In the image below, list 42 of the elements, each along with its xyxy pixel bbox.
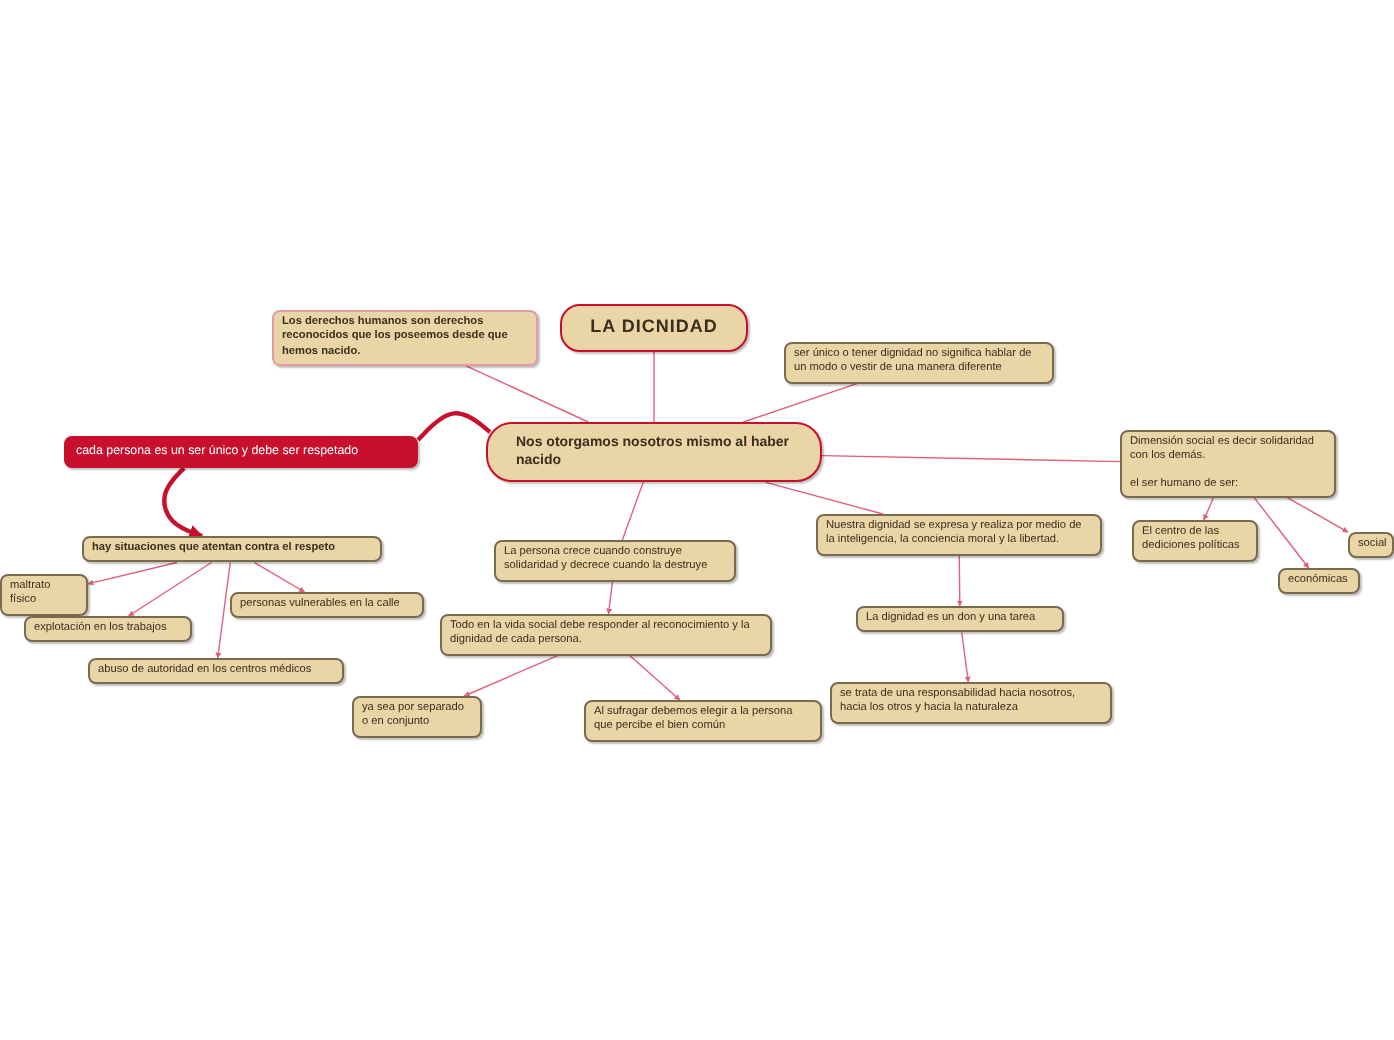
topic-box [0, 574, 88, 616]
topic-box [494, 540, 736, 582]
connector-line [653, 350, 655, 423]
connector-line [416, 411, 492, 442]
topic-box [230, 592, 424, 619]
topic-box [82, 536, 382, 563]
topic-box [856, 606, 1064, 633]
topic-box [830, 682, 1112, 724]
connector-line [621, 481, 644, 541]
arrow [1253, 496, 1310, 569]
arrow [1286, 496, 1349, 533]
topic-box [784, 342, 1054, 384]
arrow [463, 654, 560, 697]
arrow [1203, 496, 1215, 521]
arrow [253, 561, 306, 593]
topic-box [816, 514, 1102, 556]
connector-line [464, 364, 589, 423]
highlighted-topic-box [64, 436, 418, 469]
title-box [560, 304, 748, 352]
arrow [215, 561, 231, 659]
arrow [606, 580, 614, 615]
topic-box [1278, 568, 1360, 595]
topic-text: LA DICNIDAD [588, 316, 720, 340]
arrow [87, 561, 178, 586]
topic-box [1348, 532, 1394, 559]
topic-box [1120, 430, 1336, 498]
topic-box [440, 614, 772, 656]
connector-line [742, 382, 860, 423]
topic-box [88, 658, 344, 685]
topic-box [1132, 520, 1258, 562]
arrow [162, 466, 204, 539]
arrow [628, 654, 681, 701]
topic-box [352, 696, 482, 738]
topic-box [272, 310, 538, 366]
connector-line [821, 454, 1121, 463]
topic-box [584, 700, 822, 742]
arrow [961, 631, 971, 683]
arrow [956, 554, 963, 607]
arrow [127, 561, 213, 617]
central-topic-box [486, 422, 822, 483]
connector-line [765, 481, 884, 515]
topic-box [24, 616, 192, 643]
